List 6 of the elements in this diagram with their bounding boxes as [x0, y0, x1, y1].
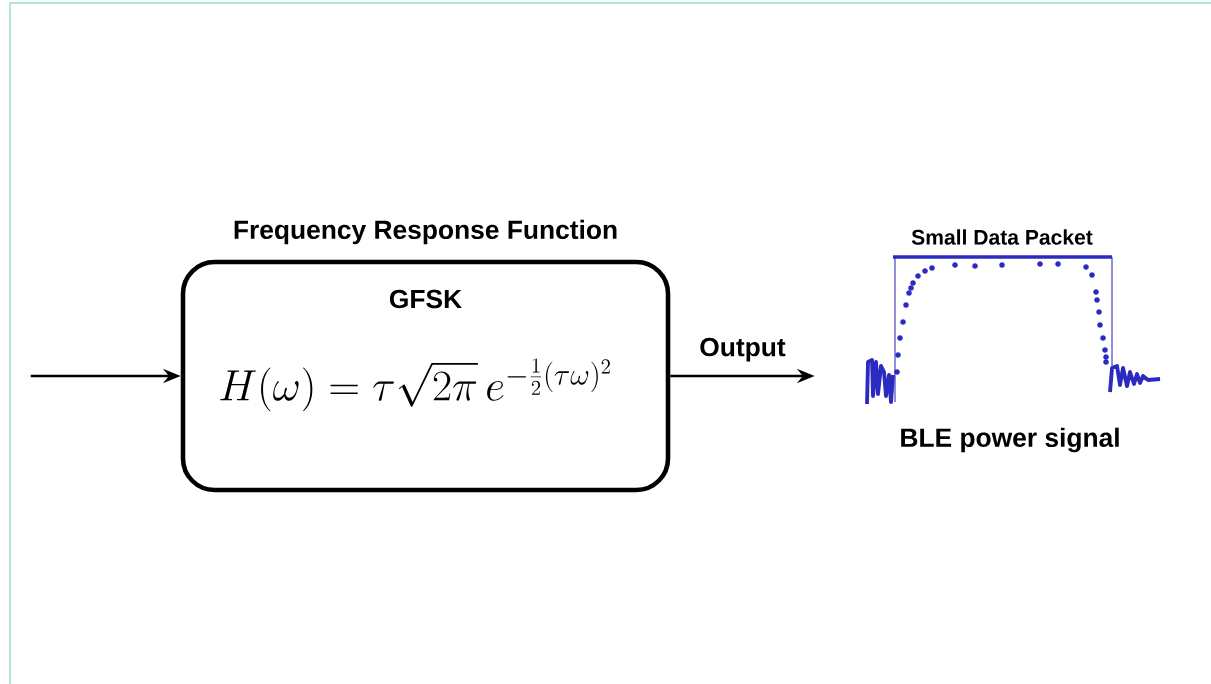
- title: GFSK: [389, 289, 462, 309]
- heading: Frequency Response Function: [234, 219, 617, 245]
- formula: $H(\omega)=\tau\sqrt{2\pi}\,e^{-\frac{1}{2}(\tau\omega)^{2}}$: [220, 358, 610, 412]
- plot-label: Small Data Packet: [911, 229, 1093, 245]
- signal-label: BLE power signal: [901, 427, 1119, 453]
- edge-label: Output: [700, 337, 786, 362]
